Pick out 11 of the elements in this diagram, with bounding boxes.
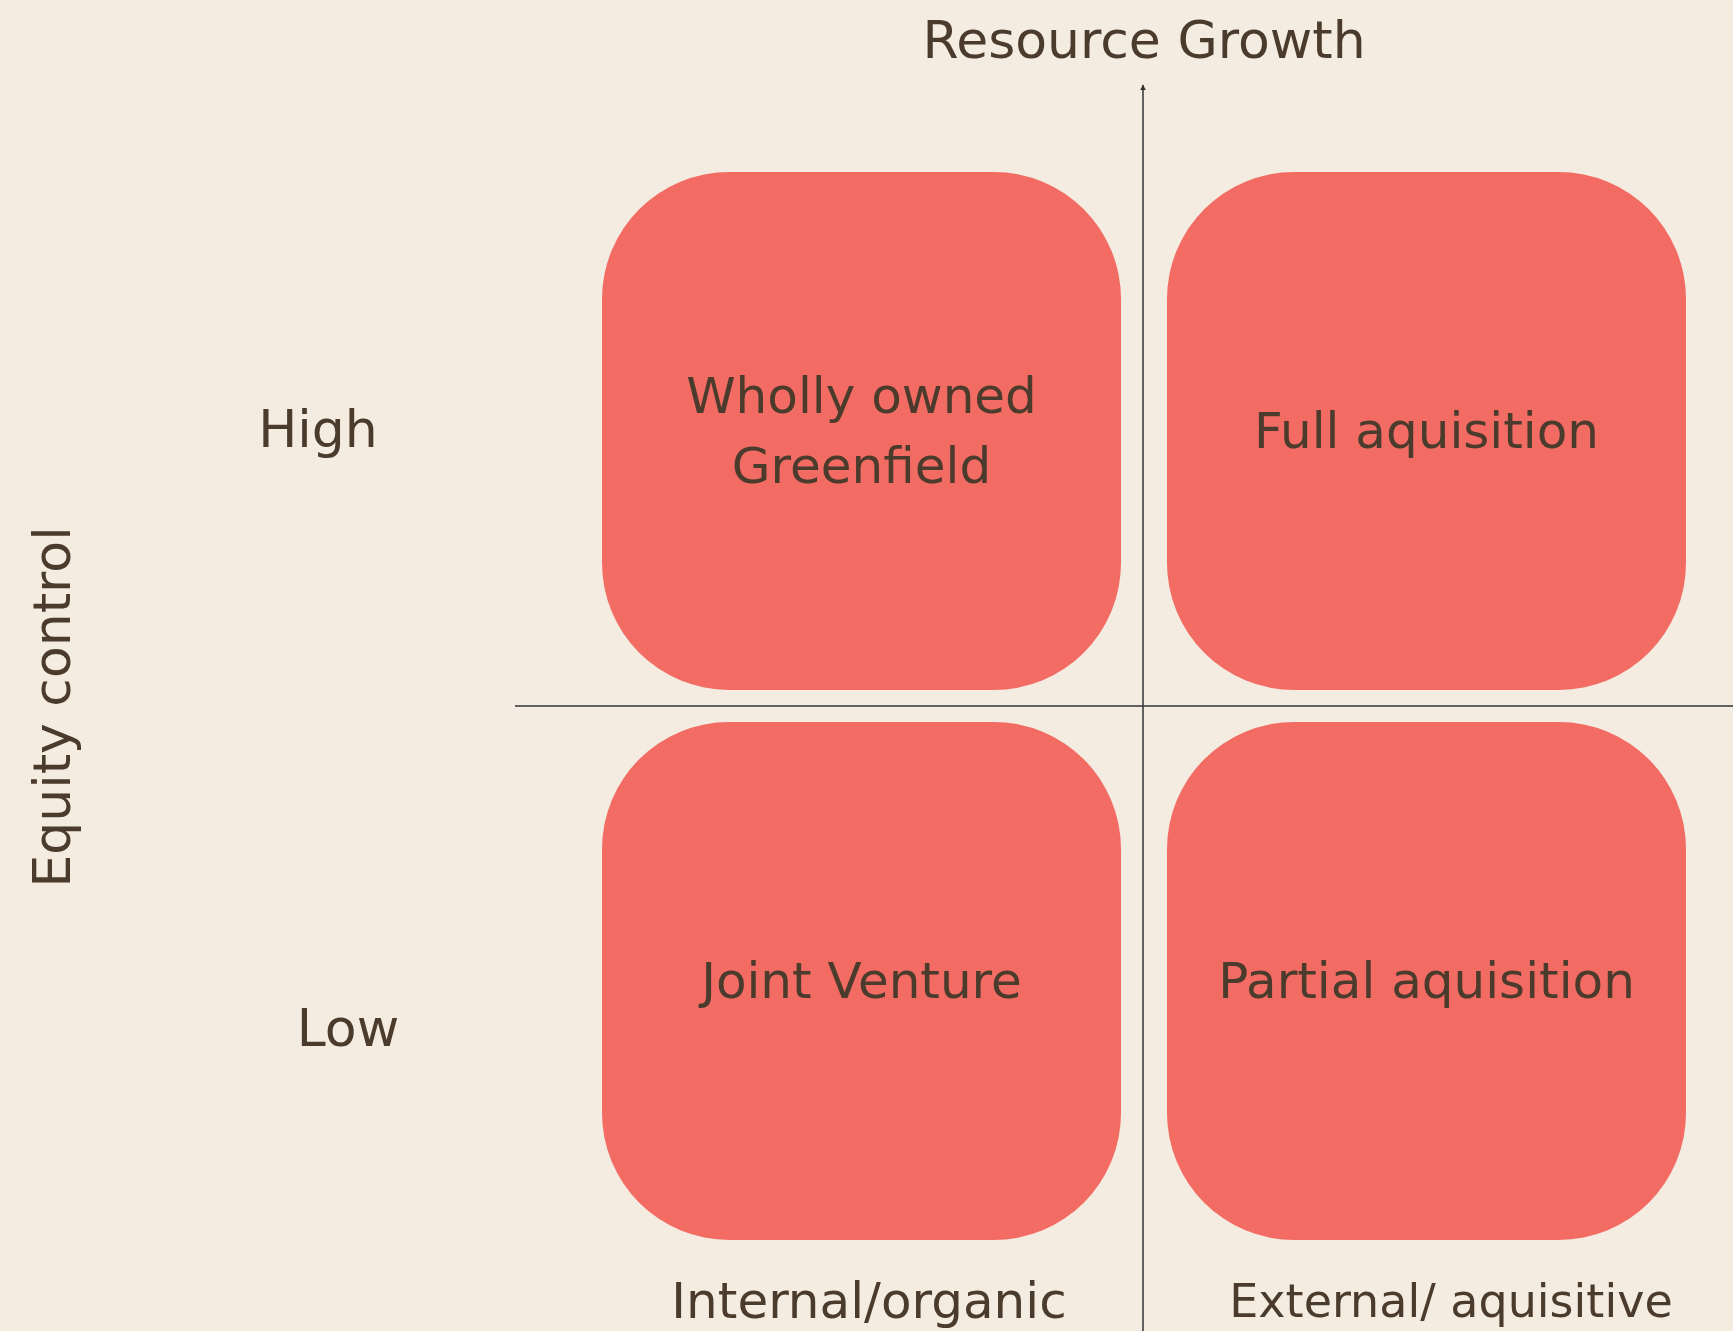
quadrant-box: [602, 172, 1121, 690]
quadrant-label: Partial aquisition: [1217, 951, 1636, 1012]
quadrant-label: Joint Venture: [651, 946, 1072, 1016]
quadrant-label: Wholly owned Greenfield: [685, 366, 1038, 497]
column-label: Internal/organic: [671, 1276, 1067, 1326]
axis-title: Resource Growth: [922, 14, 1366, 66]
quadrant-box: [602, 722, 1121, 1240]
quadrant-label: Full aquisition: [1252, 401, 1601, 462]
quadrant-box: [1167, 722, 1686, 1240]
row-label: Low: [296, 1002, 400, 1054]
quadrant-box: [1167, 172, 1686, 690]
